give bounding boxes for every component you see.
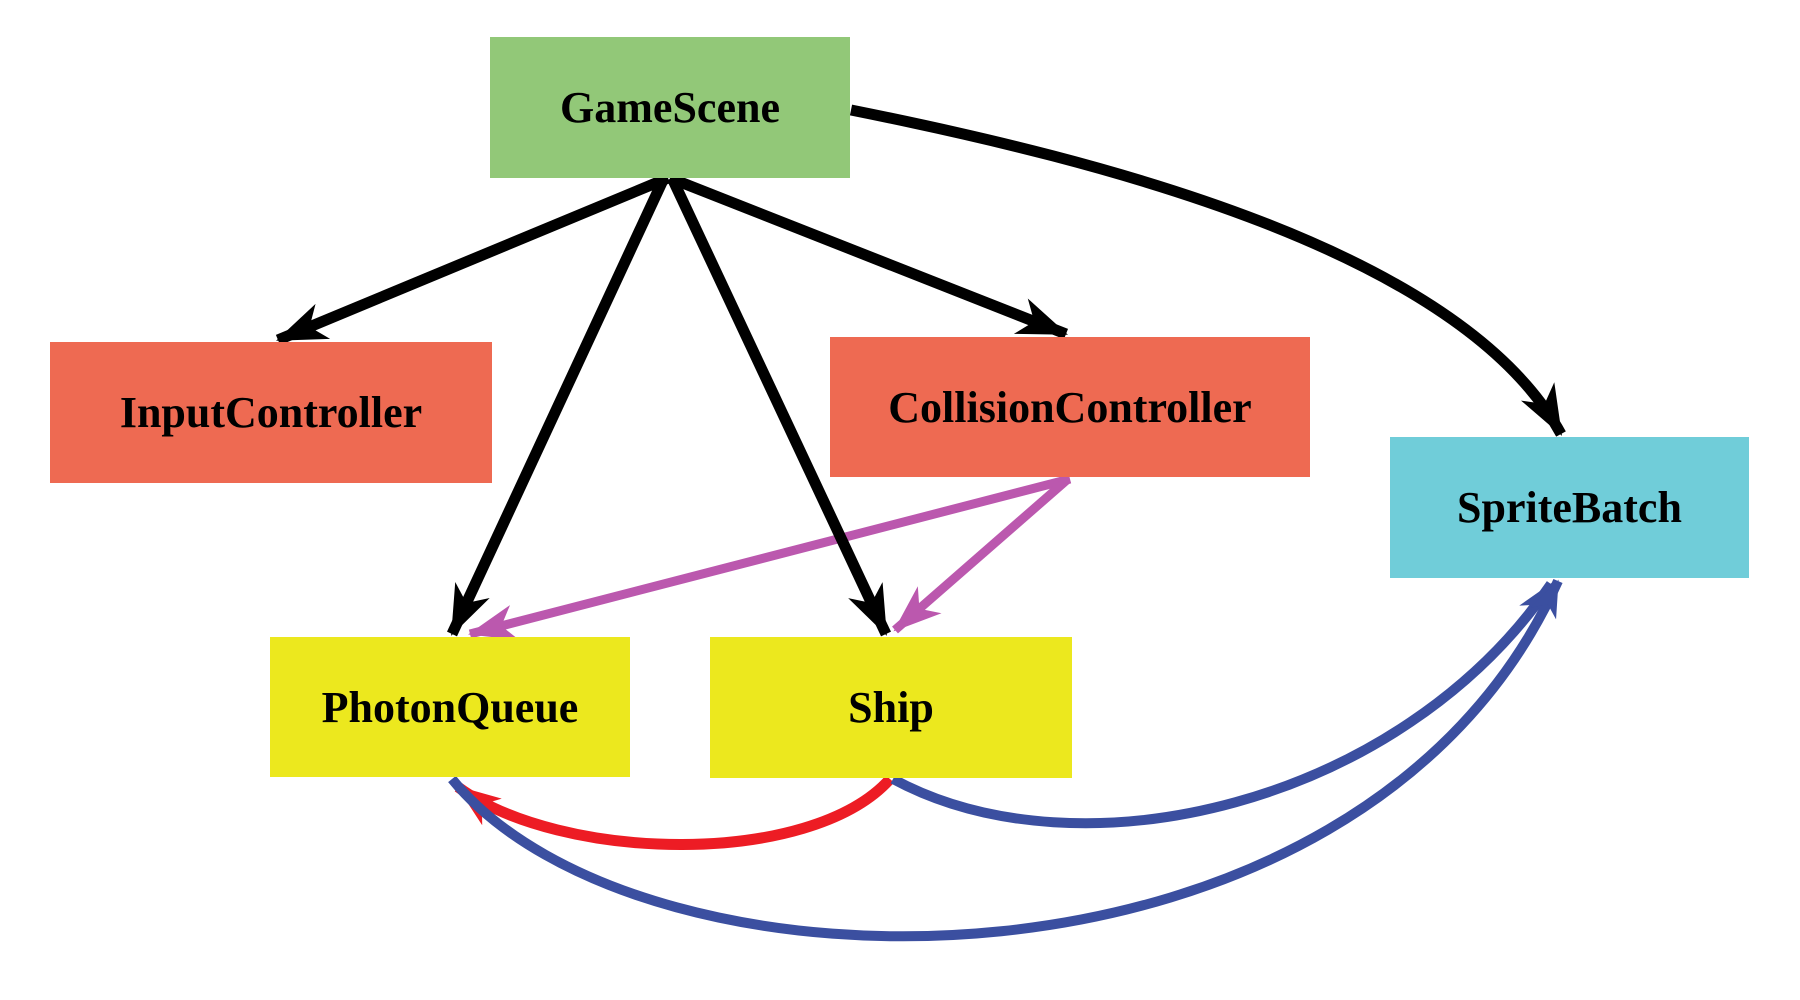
node-ship: Ship [710, 637, 1072, 778]
edge-ship-to-photonqueue [454, 775, 895, 850]
node-gamescene-label: GameScene [560, 83, 780, 132]
node-spritebatch: SpriteBatch [1390, 437, 1749, 578]
edge-gamescene-to-collisioncontroller [667, 172, 1069, 340]
node-collisioncontroller-label: CollisionController [888, 382, 1252, 432]
edge-gamescene-to-inputcontroller [275, 172, 671, 346]
edge-group [275, 104, 1566, 942]
node-photonqueue-label: PhotonQueue [321, 682, 579, 732]
edge-collisioncontroller-to-photonqueue [468, 474, 1072, 640]
node-inputcontroller-label: InputController [119, 388, 423, 437]
node-gamescene: GameScene [490, 37, 850, 178]
node-inputcontroller: InputController [50, 342, 492, 483]
node-spritebatch-label: SpriteBatch [1457, 483, 1682, 532]
node-collisioncontroller: CollisionController [830, 337, 1310, 477]
node-photonqueue: PhotonQueue [270, 637, 630, 777]
node-ship-label: Ship [848, 683, 934, 732]
edge-collisioncontroller-to-ship [892, 475, 1071, 634]
